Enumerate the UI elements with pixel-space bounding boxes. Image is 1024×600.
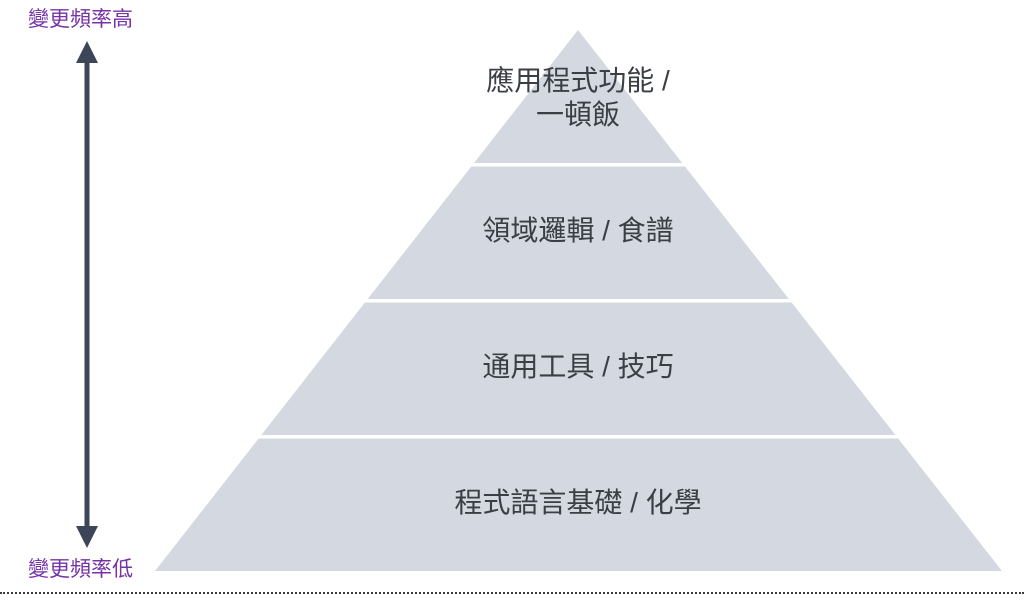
tier-4-label: 程式語言基礎 / 化學 (454, 487, 701, 518)
tier-separator-3 (100, 435, 1000, 439)
arrow-down-icon (76, 526, 98, 548)
arrow-shaft (84, 61, 90, 528)
change-frequency-arrow (76, 41, 98, 548)
tier-2-label: 領域邏輯 / 食譜 (482, 215, 673, 246)
arrow-up-icon (76, 41, 98, 63)
tier-separator-1 (100, 163, 1000, 167)
tier-1-label-line-2: 一頓飯 (536, 99, 620, 130)
bottom-dotted-divider (0, 592, 1024, 594)
tier-1-label-line-1: 應用程式功能 / (486, 65, 670, 96)
tier-3-label: 通用工具 / 技巧 (482, 351, 673, 382)
axis-label-high: 變更頻率高 (28, 8, 133, 31)
axis-label-low: 變更頻率低 (28, 558, 133, 581)
tier-separator-2 (100, 299, 1000, 303)
